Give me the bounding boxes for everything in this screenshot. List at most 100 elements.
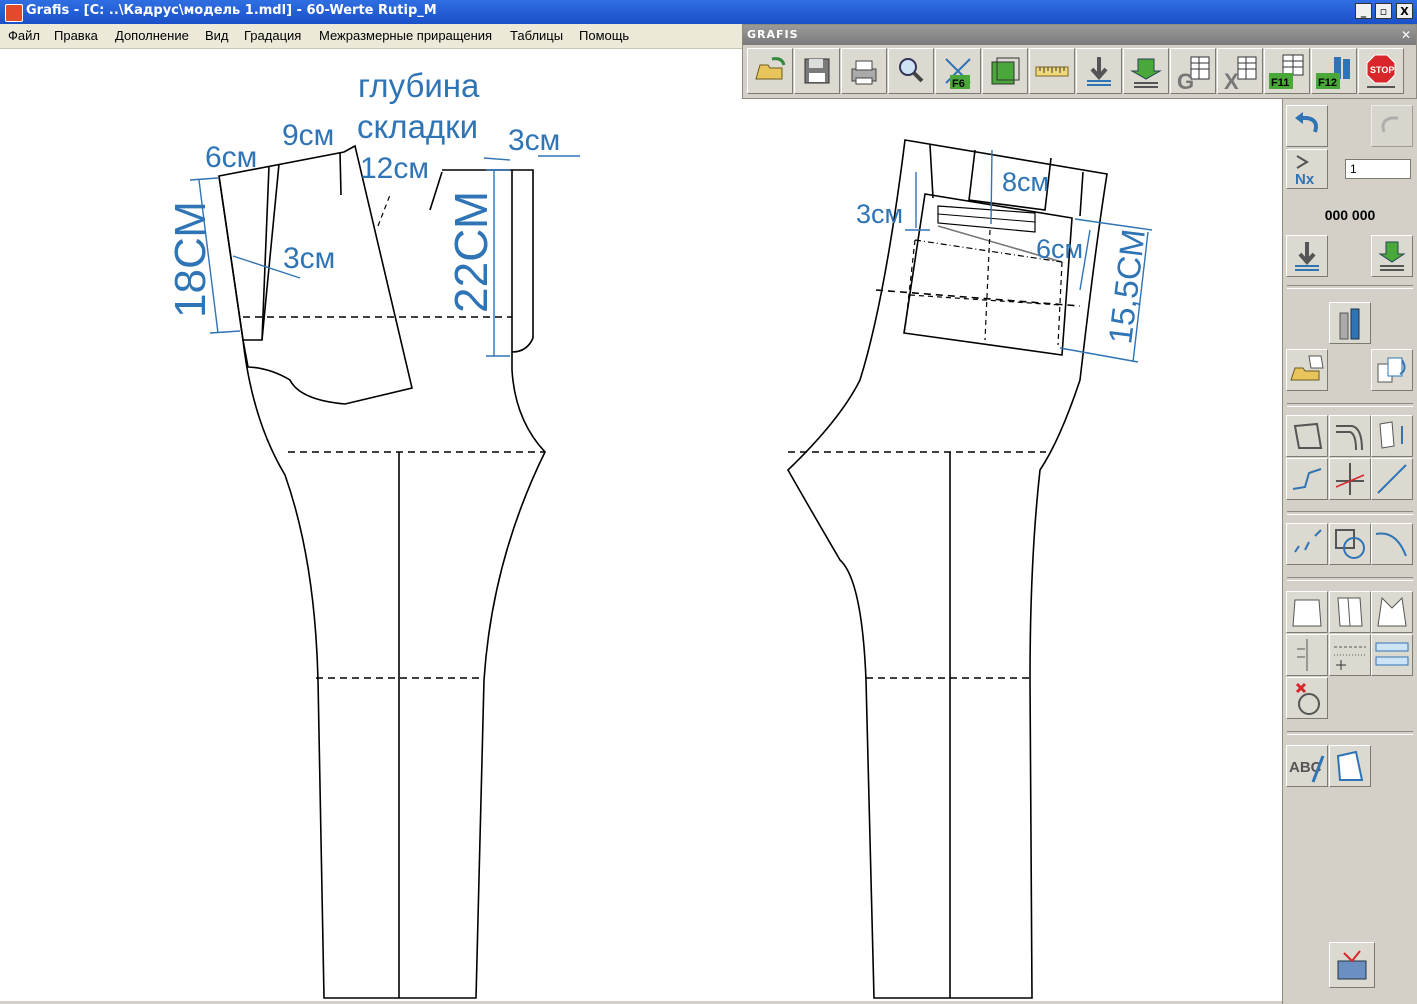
pleat-depth-label-1: глубина xyxy=(358,67,480,104)
panel-download-green-button[interactable] xyxy=(1371,235,1413,277)
layers-button[interactable] xyxy=(982,48,1028,94)
dart-button[interactable] xyxy=(1286,591,1328,633)
piece-label-button[interactable] xyxy=(1329,745,1371,787)
piece-list-button[interactable] xyxy=(1371,634,1413,676)
label-18cm: 18СМ xyxy=(166,201,215,318)
nx-icon: Nx xyxy=(1295,155,1315,188)
menu-edit[interactable]: Правка xyxy=(54,28,98,43)
text-tool-button[interactable]: ABC xyxy=(1286,745,1328,787)
seam-marks-button[interactable] xyxy=(1329,634,1371,676)
sewing-icon xyxy=(1337,950,1367,980)
f12-pieces-button[interactable]: F12 xyxy=(1311,48,1357,94)
notch-button[interactable] xyxy=(1286,634,1328,676)
print-button[interactable] xyxy=(841,48,887,94)
panel-separator xyxy=(1287,285,1413,289)
label-12cm: 12см xyxy=(360,152,429,185)
stop-button[interactable]: STOP xyxy=(1358,48,1404,94)
f11-table-button[interactable]: F11 xyxy=(1264,48,1310,94)
minimize-button[interactable]: _ xyxy=(1355,3,1372,19)
menu-help[interactable]: Помощь xyxy=(579,28,630,43)
label-3cm-pocket: 3см xyxy=(856,199,903,229)
label-9cm: 9см xyxy=(282,119,334,152)
tool-panel: Nx 000 000 ABC xyxy=(1282,99,1417,1004)
tape-measure-button[interactable] xyxy=(1029,48,1075,94)
pleat-button[interactable] xyxy=(1329,591,1371,633)
download-button[interactable] xyxy=(1076,48,1122,94)
copy-piece-icon xyxy=(1377,357,1406,383)
download-green-button[interactable] xyxy=(1123,48,1169,94)
offset-curve-button[interactable] xyxy=(1329,415,1371,457)
svg-text:X: X xyxy=(1224,69,1239,93)
piece-edit-button[interactable] xyxy=(1371,415,1413,457)
left-upper-outline xyxy=(218,144,413,405)
restore-button[interactable]: ▫ xyxy=(1375,3,1392,19)
download-arrow-icon xyxy=(1087,57,1111,86)
curve-button[interactable] xyxy=(1371,523,1413,565)
right-outline xyxy=(786,139,1108,999)
toolbar-titlebar[interactable]: GRAFIS ✕ xyxy=(743,25,1416,45)
offset-curve-icon xyxy=(1336,425,1363,451)
panel-separator xyxy=(1287,403,1413,407)
drawing-canvas[interactable]: глубина складки 6см 9см 12см 3см 3см 18С… xyxy=(0,49,1282,1001)
panel-download-button[interactable] xyxy=(1286,235,1328,277)
nx-repeat-input[interactable] xyxy=(1345,159,1411,179)
stop-icon: STOP xyxy=(1366,54,1396,88)
status-bar xyxy=(0,1001,1282,1004)
toolbar-close-button[interactable]: ✕ xyxy=(1400,28,1412,42)
dimension-labels: глубина складки 6см 9см 12см 3см 3см 18С… xyxy=(166,67,1152,346)
menu-size-increments[interactable]: Межразмерные приращения xyxy=(319,28,493,43)
table-g-icon: G xyxy=(1177,56,1210,94)
download-arrow-icon xyxy=(1295,242,1319,271)
shapes-button[interactable] xyxy=(1329,523,1371,565)
open-folder-icon xyxy=(755,57,786,80)
undo-button[interactable] xyxy=(1286,105,1328,147)
svg-text:STOP: STOP xyxy=(1370,65,1394,75)
dart-icon xyxy=(1292,599,1322,627)
delete-piece-button[interactable] xyxy=(1286,677,1328,719)
label-6cm-pocket: 6см xyxy=(1036,234,1083,264)
zoom-fit-button[interactable]: F6 xyxy=(935,48,981,94)
close-button[interactable]: X xyxy=(1396,3,1413,19)
curve-icon xyxy=(1375,532,1407,557)
contour-icon xyxy=(1293,422,1323,449)
point-line-button[interactable] xyxy=(1286,458,1328,500)
menu-grading[interactable]: Градация xyxy=(244,28,302,43)
cut-piece-button[interactable] xyxy=(1371,591,1413,633)
pieces-button[interactable] xyxy=(1329,302,1371,344)
open-folder-icon xyxy=(1290,355,1324,381)
step-counter: 000 000 xyxy=(1324,207,1376,223)
line-icon xyxy=(1377,464,1407,494)
redo-button[interactable] xyxy=(1371,105,1413,147)
table-x-icon: X xyxy=(1224,56,1257,94)
text-abc-icon: ABC xyxy=(1289,755,1325,783)
label-8cm: 8см xyxy=(1002,167,1049,197)
line-tool-button[interactable] xyxy=(1371,458,1413,500)
svg-text:Nx: Nx xyxy=(1295,171,1315,188)
zoom-button[interactable] xyxy=(888,48,934,94)
shapes-icon xyxy=(1335,529,1365,559)
piece-label-icon xyxy=(1336,750,1364,781)
contour-tool-button[interactable] xyxy=(1286,415,1328,457)
open-model-button[interactable] xyxy=(1286,349,1328,391)
copy-piece-button[interactable] xyxy=(1371,349,1413,391)
menu-file[interactable]: Файл xyxy=(8,28,40,43)
pieces-icon xyxy=(1339,308,1360,340)
save-button[interactable] xyxy=(794,48,840,94)
menu-view[interactable]: Вид xyxy=(205,28,229,43)
sewing-button[interactable] xyxy=(1329,942,1375,988)
menu-tables[interactable]: Таблицы xyxy=(510,28,564,43)
table-g-button[interactable]: G xyxy=(1170,48,1216,94)
points-button[interactable] xyxy=(1286,523,1328,565)
save-icon xyxy=(804,58,830,84)
f11-table-icon: F11 xyxy=(1269,54,1304,89)
layers-icon xyxy=(991,57,1020,85)
open-folder-button[interactable] xyxy=(747,48,793,94)
piece-list-icon xyxy=(1375,642,1409,666)
nx-button[interactable]: Nx xyxy=(1286,149,1328,189)
intersection-button[interactable] xyxy=(1329,458,1371,500)
svg-text:G: G xyxy=(1177,69,1194,93)
f12-pieces-icon: F12 xyxy=(1316,57,1350,89)
table-x-button[interactable]: X xyxy=(1217,48,1263,94)
left-trouser-pattern xyxy=(218,144,546,999)
menu-addition[interactable]: Дополнение xyxy=(115,28,189,43)
